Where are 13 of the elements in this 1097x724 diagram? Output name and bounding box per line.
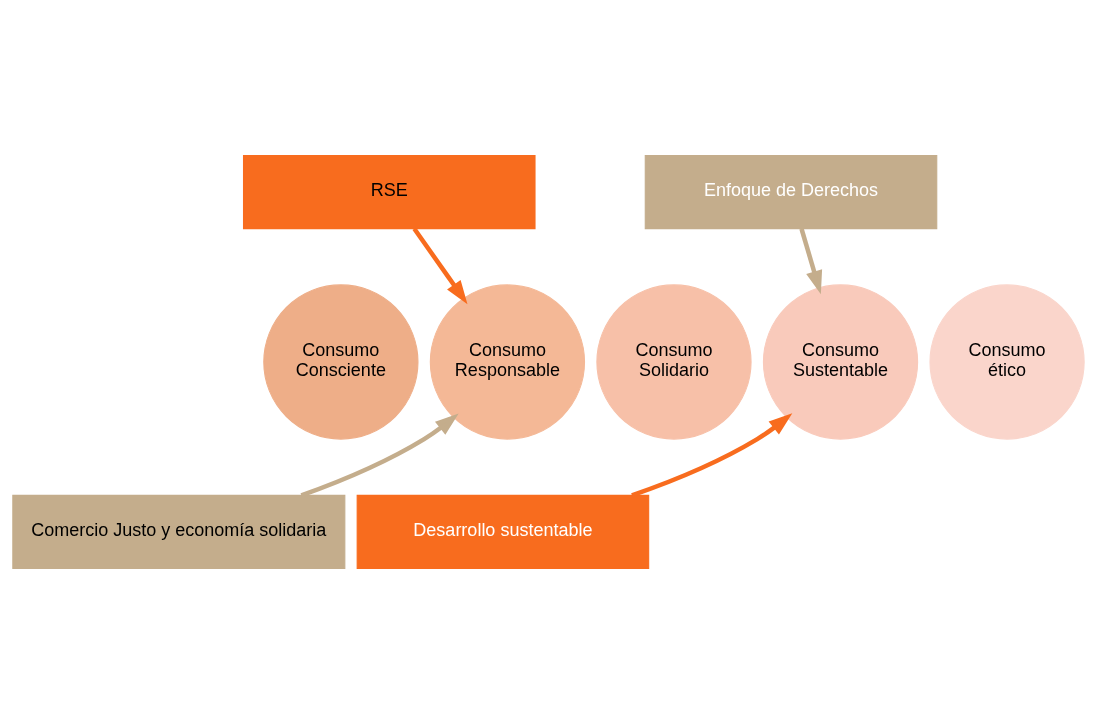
- node-box: Desarrollo sustentable: [356, 494, 650, 570]
- node-box: Enfoque de Derechos: [644, 154, 938, 230]
- node-circle: Consumo ético: [929, 284, 1085, 440]
- node-circle: Consumo Responsable: [429, 284, 586, 440]
- node-circle: Consumo Consciente: [263, 284, 419, 440]
- arrow: [799, 228, 823, 295]
- arrow: [631, 413, 793, 498]
- node-box: RSE: [242, 154, 536, 230]
- arrow: [412, 227, 468, 305]
- arrow: [300, 413, 459, 498]
- node-circle: Consumo Solidario: [596, 284, 752, 440]
- node-box: Comercio Justo y economía solidaria: [12, 494, 346, 570]
- node-circle: Consumo Sustentable: [762, 284, 919, 440]
